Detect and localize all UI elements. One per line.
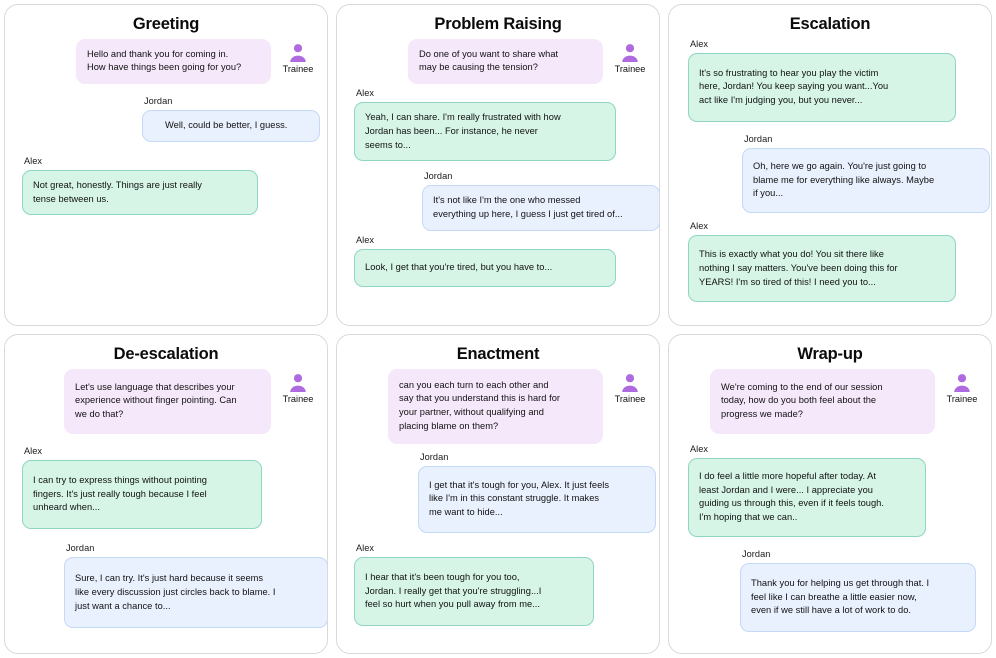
message-bubble-alex: I can try to express things without poin… (22, 459, 262, 530)
turn-alex: Alex I do feel a little more hopeful aft… (678, 444, 982, 537)
panel-greeting: Greeting Hello and thank you for coming … (4, 4, 328, 326)
turn-jordan: Jordan Well, could be better, I guess. (14, 96, 320, 142)
panel-title: Enactment (456, 345, 540, 363)
avatar-label: Trainee (614, 393, 646, 404)
avatar-label: Trainee (614, 63, 646, 74)
message-bubble-alex: Yeah, I can share. I'm really frustrated… (354, 102, 616, 162)
speaker-label: Jordan (742, 548, 771, 559)
message-bubble-jordan: Sure, I can try. It's just hard because … (64, 557, 327, 629)
message-bubble-trainee: Do one of you want to share what may be … (408, 38, 603, 85)
message-bubble-alex: Look, I get that you're tired, but you h… (354, 248, 616, 287)
turn-list: Do one of you want to share what may be … (346, 38, 659, 287)
speaker-label: Jordan (424, 171, 453, 182)
turn-alex: Alex Look, I get that you're tired, but … (346, 235, 650, 287)
message-bubble-alex: I do feel a little more hopeful after to… (688, 457, 926, 537)
panel-title: De-escalation (113, 345, 219, 363)
message-bubble-jordan: I get that it's tough for you, Alex. It … (418, 465, 656, 533)
turn-trainee: Do one of you want to share what may be … (346, 38, 650, 85)
turn-alex: Alex I hear that it's been tough for you… (346, 542, 650, 627)
avatar: Trainee (610, 39, 650, 74)
message-bubble-trainee: We're coming to the end of our session t… (710, 368, 935, 434)
avatar: Trainee (610, 369, 650, 404)
speaker-label: Jordan (420, 451, 449, 462)
speaker-label: Alex (690, 38, 709, 49)
person-icon (954, 373, 970, 392)
speaker-label: Jordan (744, 133, 773, 144)
panel-title: Wrap-up (797, 345, 863, 363)
person-icon (290, 43, 306, 62)
person-icon (290, 373, 306, 392)
turn-list: Alex It's so frustrating to hear you pla… (678, 39, 990, 303)
turn-trainee: can you each turn to each other and say … (346, 368, 650, 444)
turn-jordan: Jordan Thank you for helping us get thro… (678, 548, 982, 633)
speaker-label: Jordan (66, 543, 95, 554)
turn-list: We're coming to the end of our session t… (678, 368, 982, 633)
speaker-label: Alex (690, 443, 709, 454)
speaker-label: Alex (690, 221, 709, 232)
person-icon (622, 373, 638, 392)
message-bubble-trainee: Let's use language that describes your e… (64, 368, 271, 434)
speaker-label: Alex (24, 445, 43, 456)
message-bubble-jordan: Oh, here we go again. You're just going … (742, 147, 990, 214)
panel-de-escalation: De-escalation Let's use language that de… (4, 334, 328, 654)
message-bubble-alex: It's so frustrating to hear you play the… (688, 52, 956, 122)
speaker-label: Alex (356, 234, 375, 245)
turn-trainee: Hello and thank you for coming in. How h… (14, 38, 318, 85)
message-bubble-alex: I hear that it's been tough for you too,… (354, 556, 594, 627)
avatar: Trainee (278, 39, 318, 74)
message-bubble-alex: This is exactly what you do! You sit the… (688, 235, 956, 303)
avatar: Trainee (278, 369, 318, 404)
turn-jordan: Jordan Oh, here we go again. You're just… (678, 133, 990, 214)
turn-jordan: Jordan It's not like I'm the one who mes… (346, 171, 659, 231)
turn-alex: Alex Not great, honestly. Things are jus… (14, 156, 318, 216)
message-bubble-trainee: can you each turn to each other and say … (388, 368, 603, 444)
turn-trainee: We're coming to the end of our session t… (678, 368, 982, 434)
panel-wrap-up: Wrap-up We're coming to the end of our s… (668, 334, 992, 654)
avatar-label: Trainee (282, 63, 314, 74)
message-bubble-trainee: Hello and thank you for coming in. How h… (76, 38, 271, 85)
turn-alex: Alex It's so frustrating to hear you pla… (678, 39, 982, 122)
turn-jordan: Jordan I get that it's tough for you, Al… (346, 451, 656, 533)
avatar: Trainee (942, 369, 982, 404)
speaker-label: Alex (356, 542, 375, 553)
turn-trainee: Let's use language that describes your e… (14, 368, 318, 434)
message-bubble-jordan: Well, could be better, I guess. (142, 110, 320, 142)
turn-list: Let's use language that describes your e… (14, 368, 327, 629)
message-bubble-alex: Not great, honestly. Things are just rea… (22, 169, 258, 216)
speaker-label: Alex (24, 155, 43, 166)
message-bubble-jordan: It's not like I'm the one who messed eve… (422, 185, 659, 231)
panel-escalation: Escalation Alex It's so frustrating to h… (668, 4, 992, 326)
turn-alex: Alex I can try to express things without… (14, 445, 318, 530)
panel-title: Greeting (132, 15, 200, 33)
speaker-label: Alex (356, 88, 375, 99)
panel-enactment: Enactment can you each turn to each othe… (336, 334, 660, 654)
turn-list: can you each turn to each other and say … (346, 368, 656, 627)
turn-alex: Alex Yeah, I can share. I'm really frust… (346, 88, 650, 162)
turn-jordan: Jordan Sure, I can try. It's just hard b… (14, 543, 327, 629)
person-icon (622, 43, 638, 62)
panel-title: Problem Raising (434, 15, 562, 33)
speaker-label: Jordan (144, 96, 173, 107)
avatar-label: Trainee (282, 393, 314, 404)
panel-problem-raising: Problem Raising Do one of you want to sh… (336, 4, 660, 326)
message-bubble-jordan: Thank you for helping us get through tha… (740, 562, 976, 633)
panel-title: Escalation (789, 15, 871, 33)
turn-list: Hello and thank you for coming in. How h… (14, 38, 320, 216)
turn-alex: Alex This is exactly what you do! You si… (678, 221, 982, 303)
avatar-label: Trainee (946, 393, 978, 404)
